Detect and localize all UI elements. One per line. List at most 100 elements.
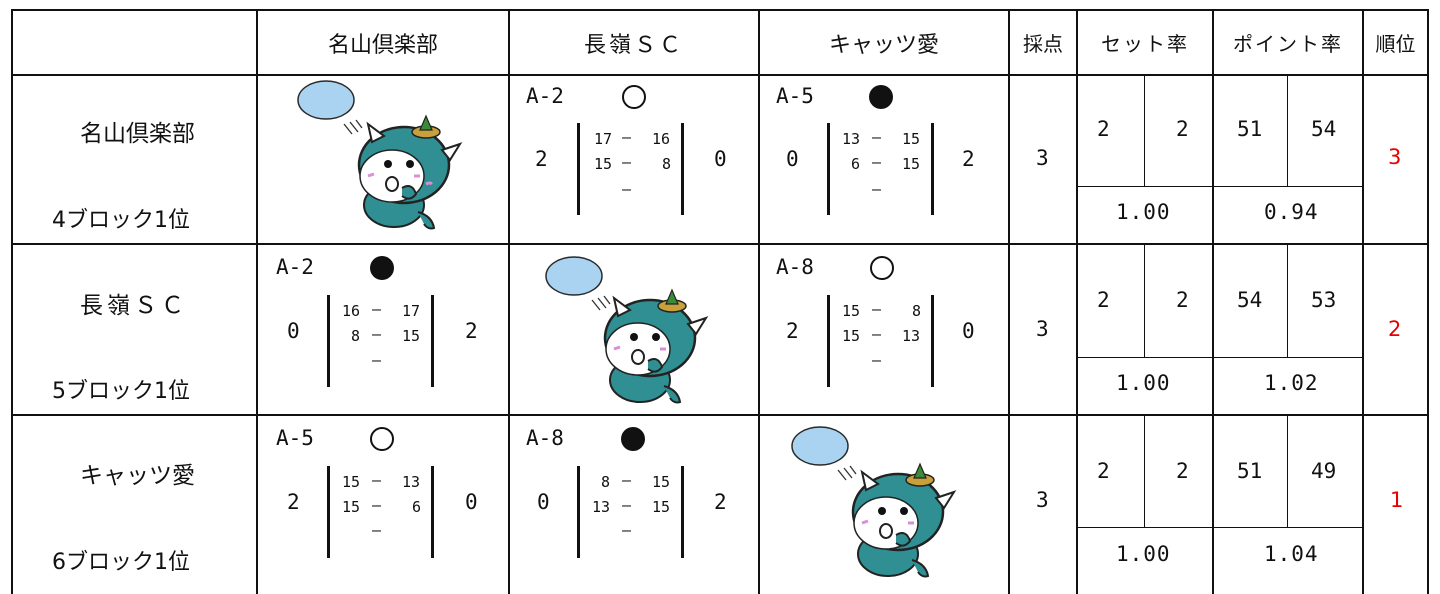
game-dash: — [622,496,632,514]
game-score: 17 [402,302,421,320]
score-bracket-right [431,466,434,558]
score-bracket-left [327,295,330,387]
set-lost: 2 [1176,288,1189,312]
game-dash: — [872,180,882,198]
rate-sub-divider-2 [1078,357,1362,358]
col-line-7 [1362,9,1364,594]
game-score: 6 [851,155,861,173]
game-dash: — [622,128,632,146]
score-bracket-right [681,466,684,558]
set-rate-split-2 [1144,245,1145,357]
game-dash: — [872,153,882,171]
game-dash: — [372,300,382,318]
team-block-3: 6ブロック1位 [52,550,190,575]
points-won: 51 [1237,117,1263,141]
header-divider [11,74,1429,76]
points-lost: 53 [1311,288,1337,312]
score-bracket-right [931,123,934,215]
match-code: A-5 [276,426,314,450]
right-sets: 2 [714,490,727,514]
team-name-2: 長嶺ＳＣ [80,293,188,319]
game-score: 8 [662,155,672,173]
score-bracket-left [827,295,830,387]
right-sets: 2 [962,147,975,171]
game-score: 13 [842,130,861,148]
game-score: 13 [402,473,421,491]
rank-value: 2 [1388,317,1402,341]
score-bracket-left [577,466,580,558]
right-sets: 0 [962,319,975,343]
col-line-6 [1212,9,1214,594]
game-score: 15 [594,155,613,173]
game-score: 15 [842,327,861,345]
set-rate-value: 1.00 [1116,200,1171,224]
col-line-8 [1427,9,1429,594]
game-score: 15 [402,327,421,345]
right-sets: 0 [465,490,478,514]
header-score: 採点 [1023,32,1063,56]
col-line-2 [508,9,510,594]
game-dash: — [622,521,632,539]
game-dash: — [872,325,882,343]
pt-rate-split-3 [1287,416,1288,527]
team-name-1: 名山倶楽部 [80,121,195,147]
score-bracket-right [431,295,434,387]
match-code: A-2 [526,84,564,108]
point-rate-value: 0.94 [1264,200,1319,224]
left-sets: 2 [535,147,548,171]
left-sets: 2 [287,490,300,514]
game-dash: — [622,153,632,171]
pt-rate-split-2 [1287,245,1288,357]
col-line-1 [256,9,258,594]
mascot-illustration [788,422,958,590]
pt-rate-split-1 [1287,76,1288,186]
set-rate-split-3 [1144,416,1145,527]
score-value: 3 [1036,146,1049,170]
game-score: 15 [902,130,921,148]
game-dash: — [372,351,382,369]
game-score: 15 [652,498,671,516]
game-score: 17 [594,130,613,148]
set-won: 2 [1097,288,1110,312]
rank-value: 1 [1390,488,1404,512]
game-dash: — [372,496,382,514]
set-lost: 2 [1176,117,1189,141]
left-sets: 0 [786,147,799,171]
header-team3: キャッツ愛 [828,32,939,58]
header-rank: 順位 [1375,32,1416,56]
game-dash: — [872,300,882,318]
set-rate-value: 1.00 [1116,371,1171,395]
header-point-rate: ポイント率 [1233,32,1343,56]
right-sets: 0 [714,147,727,171]
filled-circle-icon [869,85,893,109]
point-rate-value: 1.04 [1264,542,1319,566]
game-score: 15 [342,498,361,516]
points-won: 51 [1237,459,1263,483]
game-dash: — [372,325,382,343]
left-sets: 2 [786,319,799,343]
score-bracket-left [577,123,580,215]
mascot-illustration [540,250,710,410]
row-divider-1 [11,243,1429,245]
game-score: 6 [412,498,422,516]
team-block-1: 4ブロック1位 [52,208,190,233]
left-sets: 0 [537,490,550,514]
score-bracket-left [827,123,830,215]
left-sets: 0 [287,319,300,343]
col-line-4 [1008,9,1010,594]
open-circle-icon [622,85,646,109]
match-code: A-8 [776,255,814,279]
match-code: A-8 [526,426,564,450]
game-score: 15 [342,473,361,491]
mascot-illustration [294,80,464,240]
col-line-3 [758,9,760,594]
game-dash: — [372,471,382,489]
game-dash: — [622,180,632,198]
game-dash: — [372,521,382,539]
game-score: 13 [902,327,921,345]
right-sets: 2 [465,319,478,343]
game-score: 13 [592,498,611,516]
set-lost: 2 [1176,459,1189,483]
points-won: 54 [1237,288,1263,312]
